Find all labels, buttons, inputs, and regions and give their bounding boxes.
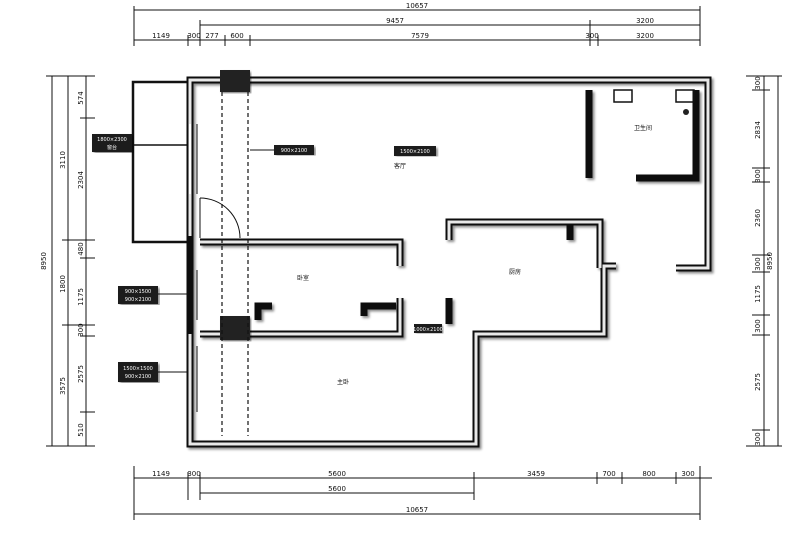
bathroom-fixtures [613,89,695,115]
left-dim-1175: 1175 [77,288,85,306]
right-dim-300e: 300 [754,432,762,445]
walls [186,76,712,448]
left-overall-dim: 8950 [40,252,48,270]
right-dim-300d: 300 [754,319,762,332]
tag-window3-door: 900×2100 [125,374,151,380]
tag-window1-note: 窗台 [107,144,117,151]
sink-icon [613,89,633,103]
toilet-icon [675,89,695,103]
top-dim-1149: 1149 [152,32,170,40]
right-dim-300a: 300 [754,76,762,89]
tag-window2-size: 900×1500 [125,289,151,295]
left-dimensions: 8950 3110 1800 3575 574 2304 480 1175 30… [40,75,95,447]
room-label-kitchen: 厨房 [509,268,521,276]
tag-window1: 1800×2300 窗台 [92,134,132,152]
bottom-dim-800: 800 [642,470,655,478]
bottom-dim-300: 300 [187,470,200,478]
left-dim-2575: 2575 [77,365,85,383]
door-swing-arc [199,197,241,239]
bottom-dim-3459: 3459 [527,470,545,478]
left-dim-574: 574 [77,91,85,105]
left-dim-2304: 2304 [77,171,85,189]
top-dim-600: 600 [230,32,243,40]
left-dim-510: 510 [77,423,85,436]
tag-hall-size: 900×2100 [281,148,307,154]
tag-corridor: 1000×2100 [413,324,443,333]
tag-window3: 1500×1500 900×2100 [118,362,188,382]
tag-window2-door: 900×2100 [125,297,151,303]
top-dim-3200b: 3200 [636,32,654,40]
column-mid [220,316,250,340]
wall-inner-lines [188,78,710,446]
bottom-dim-5600: 5600 [328,470,346,478]
room-label-master: 主卧 [337,378,349,386]
tag-window2: 900×1500 900×2100 [118,286,188,304]
right-dim-2360: 2360 [754,209,762,227]
tag-living: 1500×2100 [394,146,436,156]
column-top [220,70,250,92]
right-dim-300c: 300 [754,257,762,270]
beam-lines [221,92,249,436]
left-dim-1800: 1800 [59,275,67,293]
tag-corridor-size: 1000×2100 [413,327,443,333]
left-dim-3575: 3575 [59,377,67,395]
top-dim-300b: 300 [585,32,598,40]
right-dim-2834: 2834 [754,121,762,139]
room-label-bathroom: 卫生间 [634,124,652,132]
room-label-bedroom: 卧室 [297,274,309,282]
left-dim-300: 300 [77,323,85,336]
top-dimensions: 10657 9457 3200 1149 300 277 600 7579 30… [133,2,701,46]
tag-window3-size: 1500×1500 [123,366,153,372]
bottom-overall-dim: 10657 [406,506,428,514]
right-overall-dim: 8950 [766,252,774,270]
bottom-dim-1149: 1149 [152,470,170,478]
bottom-dim-300b: 300 [681,470,694,478]
room-label-living: 客厅 [394,162,406,170]
left-windows [189,124,198,412]
top-dim-9457: 9457 [386,17,404,25]
columns [220,70,250,340]
top-dim-277: 277 [205,32,218,40]
tag-window1-size: 1800×2300 [97,137,127,143]
tag-living-size: 1500×2100 [400,149,430,155]
bottom-dim-700: 700 [602,470,615,478]
top-overall-dim: 10657 [406,2,428,10]
right-dim-300b: 300 [754,169,762,182]
balcony-outline [131,80,241,244]
top-dim-3200: 3200 [636,17,654,25]
top-dim-7579: 7579 [411,32,429,40]
room-labels: 客厅 厨房 卫生间 卧室 主卧 [297,124,652,386]
right-dimensions: 8950 300 2834 300 2360 300 1175 300 2575… [746,75,782,447]
right-dim-1175: 1175 [754,285,762,303]
left-dim-480: 480 [77,242,85,255]
top-dim-300: 300 [187,32,200,40]
right-dim-2575: 2575 [754,373,762,391]
left-dim-3110: 3110 [59,151,67,169]
drain-icon [683,109,689,115]
bottom-dim-5600b: 5600 [328,485,346,493]
tag-hall: 900×2100 [250,145,314,155]
bottom-dimensions: 1149 300 5600 3459 700 800 300 5600 1065… [133,466,712,520]
